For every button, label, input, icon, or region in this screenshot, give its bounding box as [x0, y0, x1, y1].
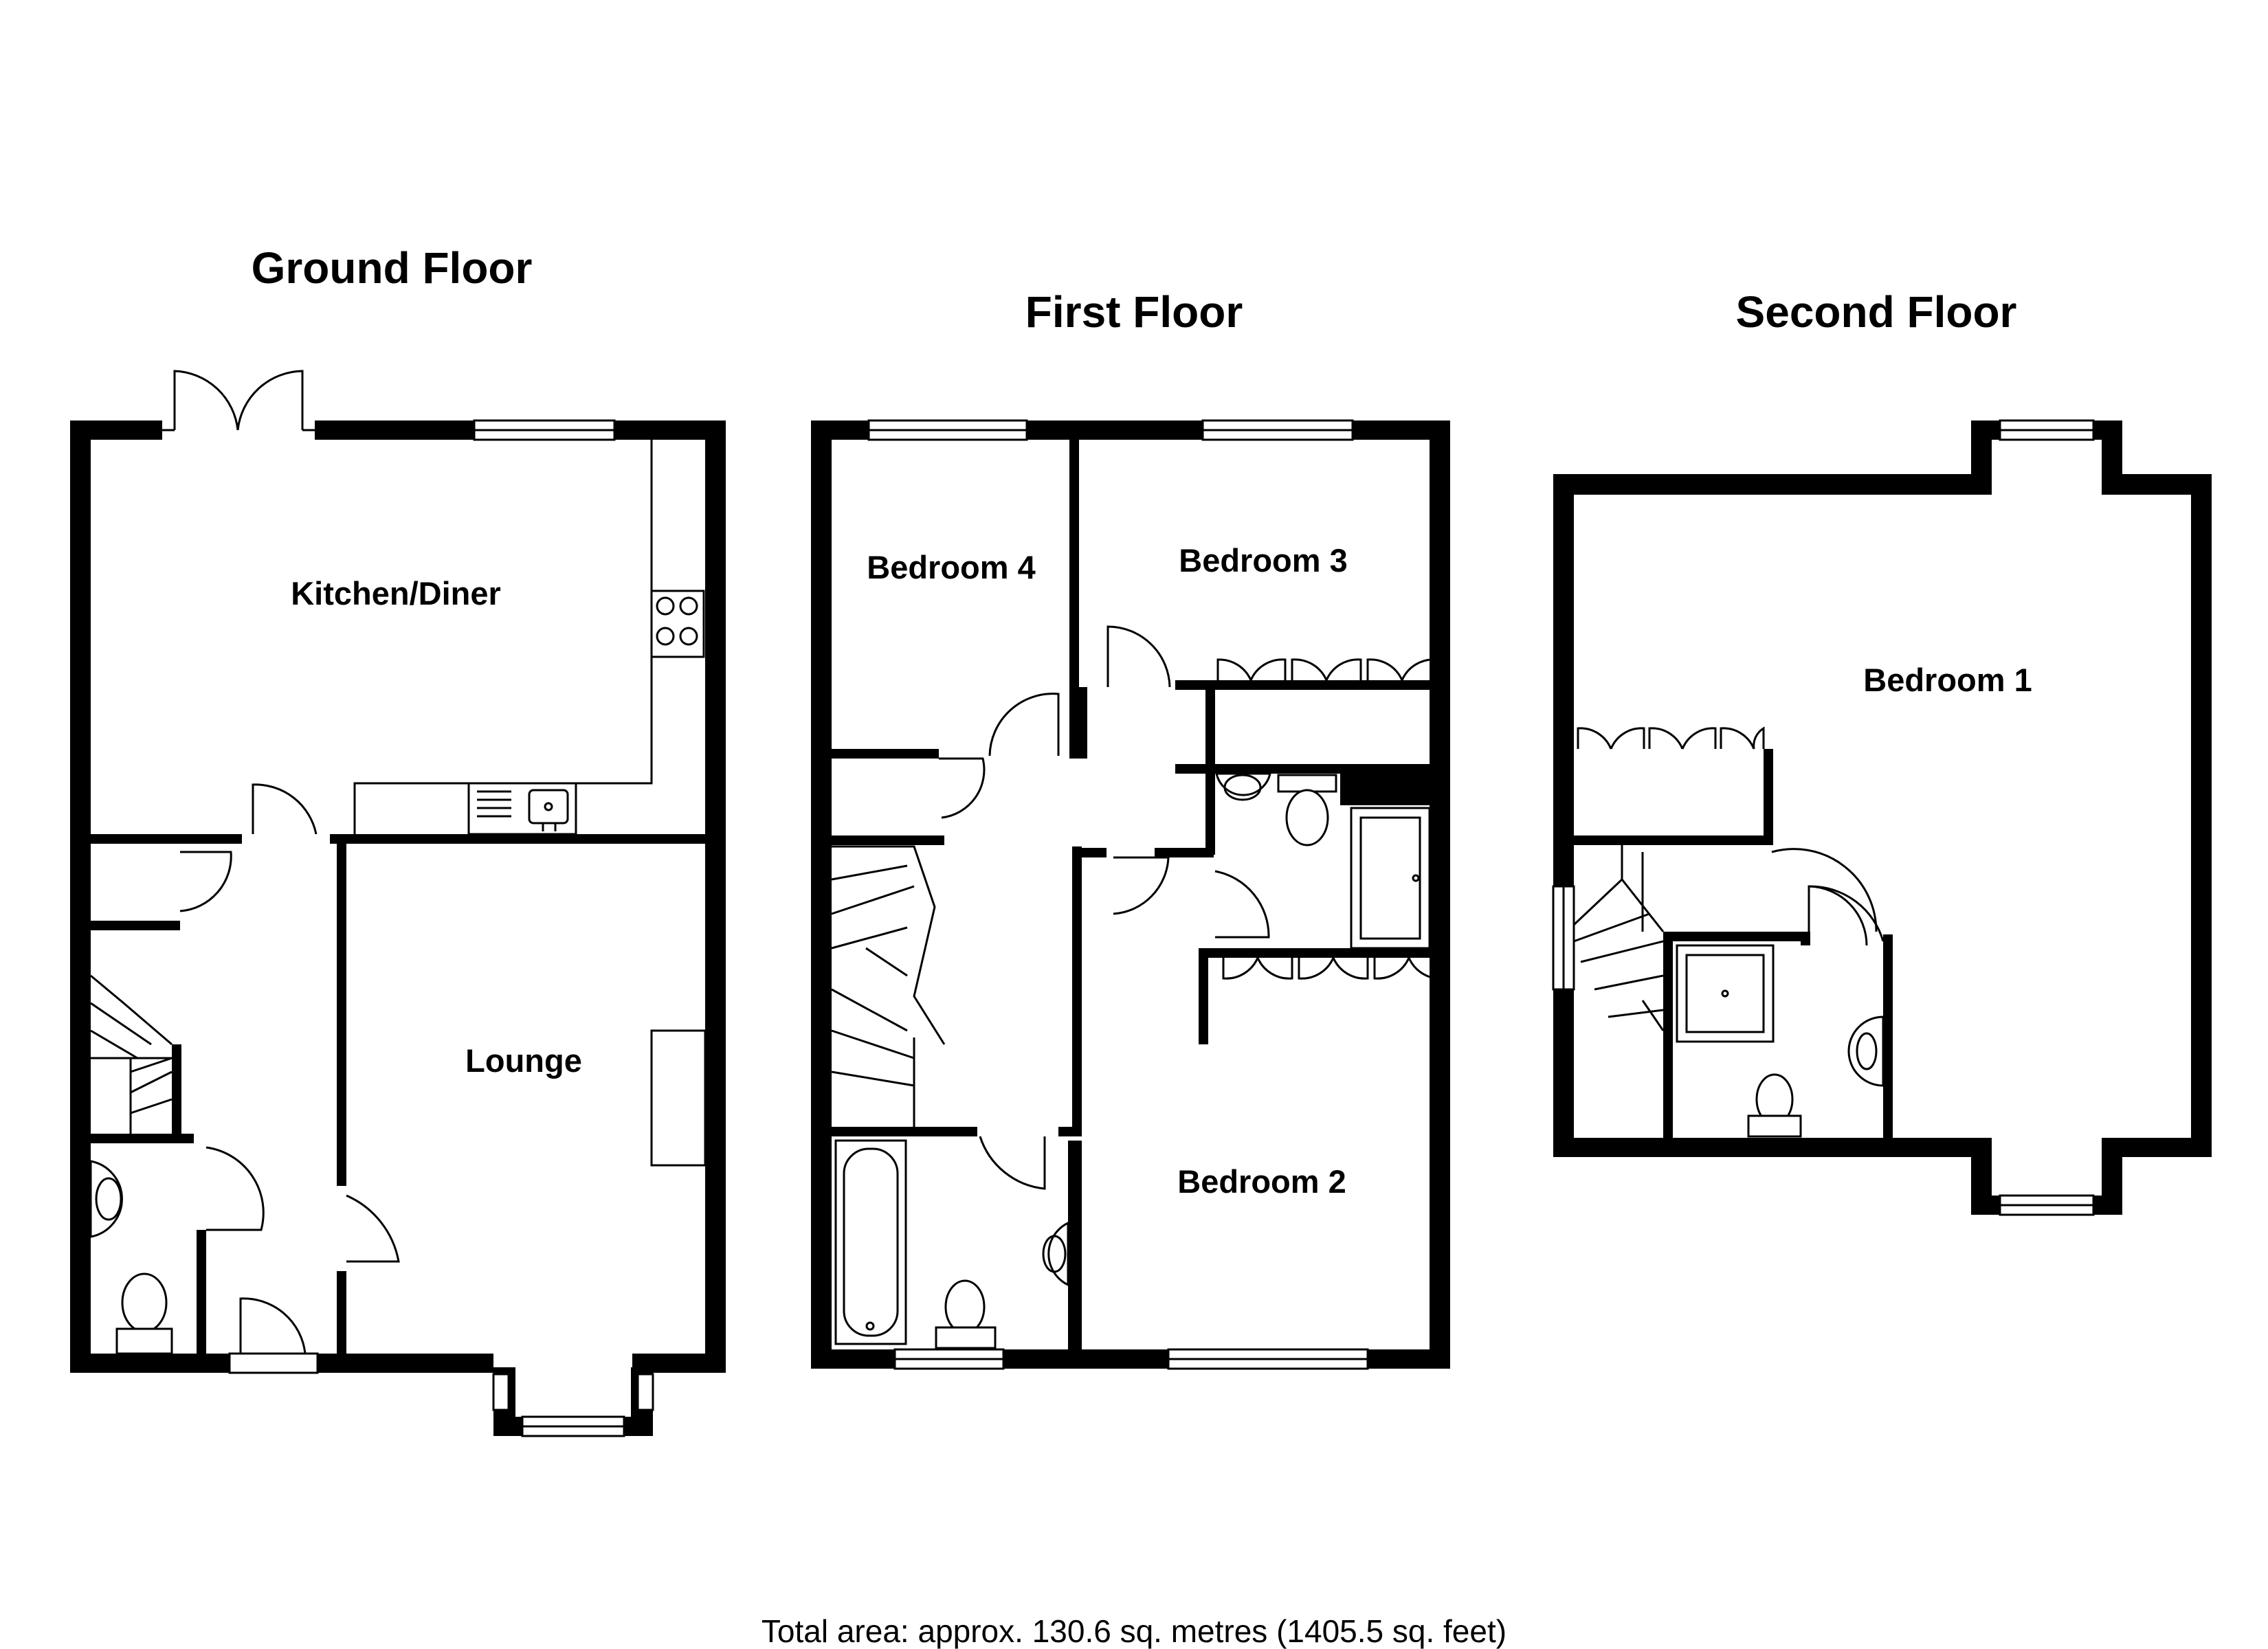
fireplace	[650, 1029, 707, 1167]
second-floor: Second Floor	[1552, 287, 2212, 1216]
total-area-text: Total area: approx. 130.6 sq. metres (14…	[761, 1613, 1507, 1649]
first-floor-title: First Floor	[1025, 287, 1243, 337]
shower-room-second-floor	[1676, 944, 1885, 1138]
wardrobe-bedroom-1	[1577, 726, 1765, 750]
room-label-bedroom-3: Bedroom 3	[1179, 542, 1348, 579]
second-floor-doors	[1771, 848, 1885, 946]
second-floor-title: Second Floor	[1736, 287, 2017, 337]
wardrobe-bedroom-2	[1222, 957, 1438, 980]
room-label-bedroom-1: Bedroom 1	[1863, 662, 2032, 698]
first-floor-stairs	[831, 845, 946, 1127]
second-floor-stairs	[1572, 845, 1665, 1031]
first-floor-windows	[867, 419, 1369, 1370]
room-label-kitchen-diner: Kitchen/Diner	[291, 575, 501, 612]
ground-floor: Ground Floor	[70, 243, 726, 1437]
ground-floor-doors	[179, 783, 400, 1354]
ground-floor-walls	[70, 420, 726, 1436]
second-floor-windows	[1552, 419, 2095, 1216]
wardrobe-bedroom-3	[1216, 658, 1438, 681]
french-doors	[162, 370, 315, 431]
kitchen-units	[353, 440, 705, 834]
en-suite-bedroom-3	[1215, 772, 1431, 950]
room-label-bedroom-2: Bedroom 2	[1177, 1163, 1346, 1200]
first-floor-doors	[939, 625, 1270, 1190]
ground-floor-windows	[228, 419, 654, 1437]
bathroom-first-floor	[834, 1139, 1069, 1349]
ground-floor-stairs	[90, 974, 173, 1134]
second-floor-walls	[1553, 420, 2212, 1215]
ground-floor-wc	[89, 1160, 173, 1355]
first-floor: First Floor	[811, 287, 1450, 1370]
room-label-lounge: Lounge	[465, 1042, 582, 1079]
room-label-bedroom-4: Bedroom 4	[867, 549, 1036, 585]
kitchen-sink	[467, 782, 577, 835]
ground-floor-title: Ground Floor	[252, 243, 533, 293]
